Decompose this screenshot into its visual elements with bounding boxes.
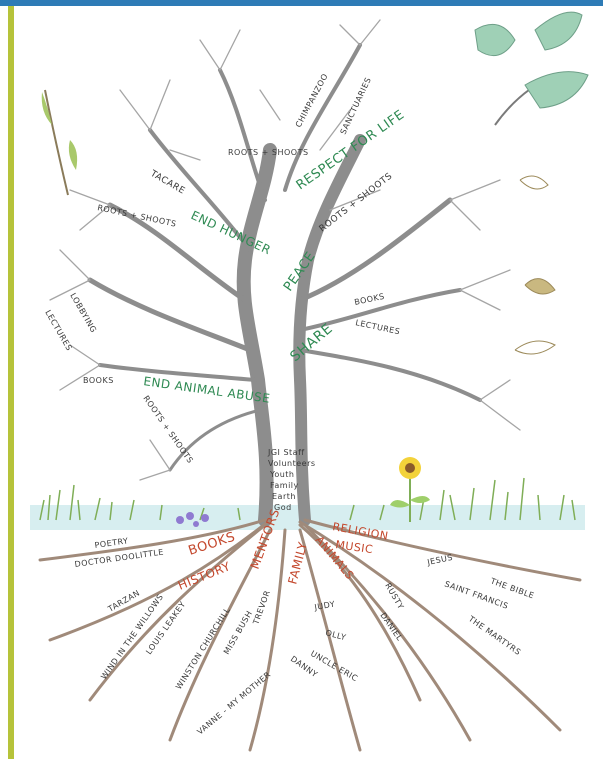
trunk-line: JGI Staff <box>267 448 305 457</box>
root-category-family: FAMILY <box>285 540 310 586</box>
label-lobbying: LOBBYING <box>68 292 98 335</box>
label-roots-shoots-lower: ROOTS + SHOOTS <box>141 394 195 465</box>
trunk-line: Volunteers <box>268 459 316 468</box>
label-lectures-left: LECTURES <box>43 309 74 353</box>
label-lectures-right: LECTURES <box>355 318 401 336</box>
root-category-history: HISTORY <box>176 559 233 593</box>
label-chimpanzoo: CHIMPANZOO <box>294 72 330 129</box>
trunk-line: Youth <box>269 470 295 479</box>
label-sanctuaries: SANCTUARIES <box>339 76 373 136</box>
root-name-trevor: TREVOR <box>251 589 272 627</box>
label-books-left: BOOKS <box>83 376 114 385</box>
label-books-upper: BOOKS <box>354 292 386 307</box>
root-name-judy: JUDY <box>313 599 336 612</box>
label-roots-shoots-top: ROOTS + SHOOTS <box>228 148 309 157</box>
label-roots-shoots-left: ROOTS + SHOOTS <box>97 203 178 229</box>
root-name-olly: OLLY <box>324 628 347 642</box>
label-tacare: TACARE <box>148 168 187 196</box>
leaf-sprig-icon <box>475 12 588 125</box>
tree-trunk-and-branches <box>50 20 520 520</box>
root-name-jesus: JESUS <box>426 553 454 567</box>
seed-sketches <box>515 176 555 354</box>
trunk-line: Family <box>270 481 299 490</box>
bud-sprig-icon <box>42 90 77 195</box>
root-name-rusty: RUSTY <box>383 582 405 611</box>
trunk-line: Earth <box>272 492 296 501</box>
